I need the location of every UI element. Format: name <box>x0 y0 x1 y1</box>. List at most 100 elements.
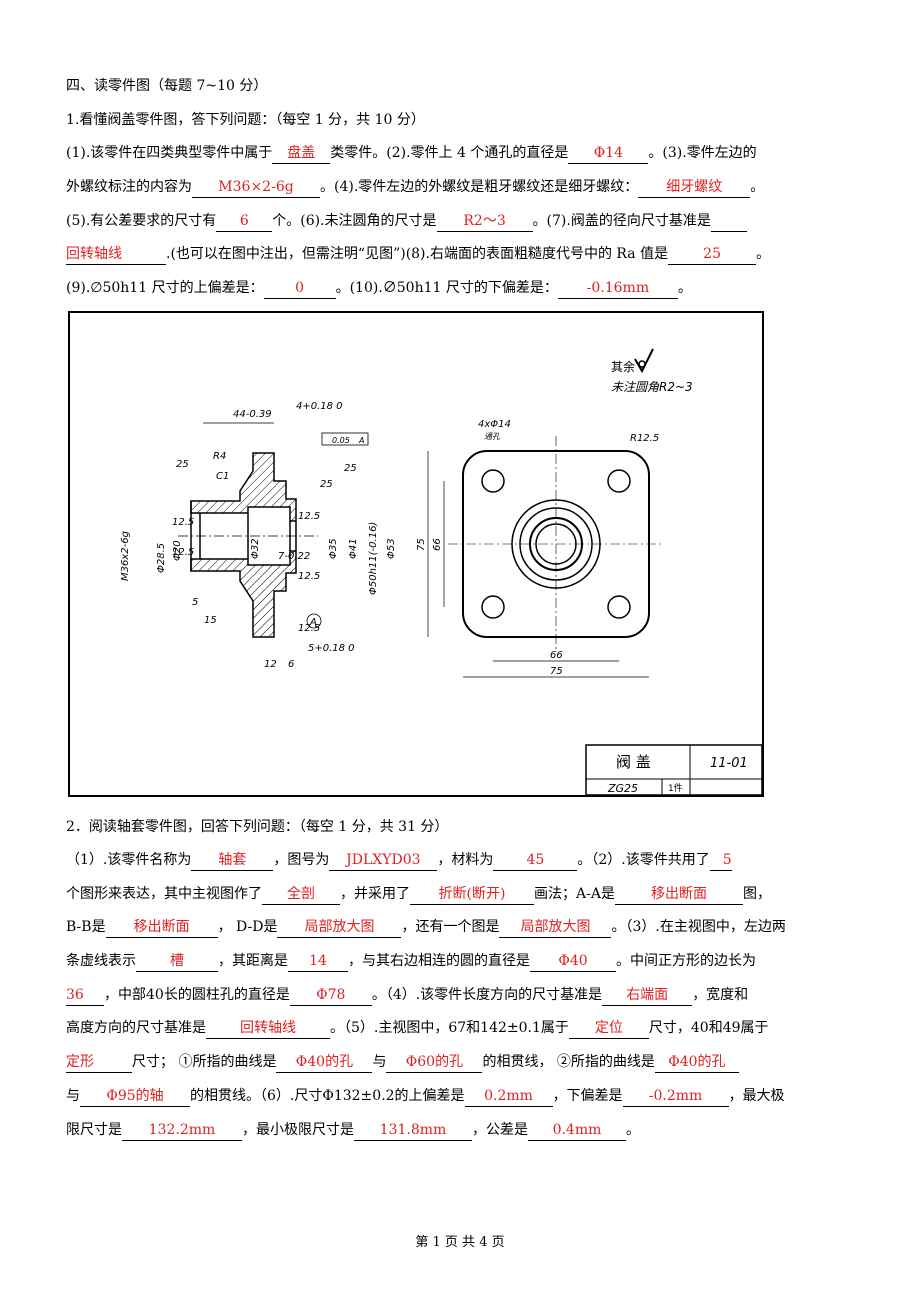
q2-text: ，与其右边相连的圆的直径是 <box>348 953 530 969</box>
q2-text: ，中部40长的圆柱孔的直径是 <box>104 987 290 1003</box>
q2-text: 的相贯线， ②所指的曲线是 <box>482 1054 655 1070</box>
q1-text: .(也可以在图中注出，但需注明“见图”)(8).右端面的表面粗糙度代号中的 Ra… <box>166 246 669 262</box>
dim-datum: A <box>358 436 364 445</box>
roughness-symbol-icon <box>634 348 654 374</box>
q2-answer-2: JDLXYD03 <box>329 850 438 871</box>
q2-text: 。（5）.主视图中，67和142±0.1属于 <box>330 1020 569 1036</box>
q2-line-6: 高度方向的尺寸基准是回转轴线。（5）.主视图中，67和142±0.1属于定位尺寸… <box>66 1018 769 1039</box>
q2-answer-7: 移出断面 <box>614 884 743 905</box>
title-block-qty: 1件 <box>668 782 683 794</box>
title-block-name: 阀 盖 <box>616 753 651 771</box>
title-block-material: ZG25 <box>607 782 638 795</box>
dim-5: 5 <box>192 597 198 608</box>
q2-answer-26: 132.2mm <box>122 1120 242 1141</box>
datum-a: A <box>309 617 317 628</box>
q2-answer-4: 5 <box>709 850 732 871</box>
q1-answer-2: Φ14 <box>568 143 649 164</box>
dim-d41: Φ41 <box>348 538 359 559</box>
dim-d32: Φ32 <box>250 538 261 559</box>
dim-75v: 75 <box>416 538 427 551</box>
q1-text: (1).该零件在四类典型零件中属于 <box>66 145 273 161</box>
q2-answer-9: 局部放大图 <box>277 917 402 938</box>
q2-text: 。（2）.该零件共用了 <box>577 852 710 868</box>
q2-text: 尺寸，40和49属于 <box>648 1020 769 1036</box>
q2-text: 。中间正方形的边长为 <box>616 953 756 969</box>
q2-answer-15: Φ78 <box>289 985 372 1006</box>
dim-66h: 66 <box>550 650 563 661</box>
dim-tol: 0.05 <box>332 436 350 445</box>
q1-text: 类零件。(2).零件上 4 个通孔的直径是 <box>330 145 569 161</box>
q1-text: 。(10).∅50h11 尺寸的下偏差是： <box>335 280 558 296</box>
q1-line-1: (1).该零件在四类典型零件中属于盘盖类零件。(2).零件上 4 个通孔的直径是… <box>66 143 757 164</box>
q2-answer-24: 0.2mm <box>464 1086 553 1107</box>
q2-answer-23: Φ95的轴 <box>80 1086 190 1107</box>
page-footer: 第 1 页 共 4 页 <box>415 1235 505 1250</box>
q2-text: ，下偏差是 <box>552 1088 623 1104</box>
dim-r125: R12.5 <box>630 433 659 444</box>
q2-answer-1: 轴套 <box>191 850 274 871</box>
roughness-note: 其余 <box>611 359 635 374</box>
q2-text: 尺寸； ①所指的曲线是 <box>132 1054 277 1070</box>
q1-text: 。 <box>750 179 765 195</box>
q1-answer-4: 细牙螺纹 <box>638 177 751 198</box>
q1-text: 。 <box>677 280 692 296</box>
ra-125d: 12.5 <box>298 571 320 582</box>
q2-text: 画法；A-A是 <box>534 886 615 902</box>
q1-text: 。 <box>756 246 771 262</box>
q1-text: (5).有公差要求的尺寸有 <box>66 213 217 229</box>
q2-text: ，其距离是 <box>218 953 288 969</box>
q1-title: 1.看懂阀盖零件图，答下列问题：（每空 1 分，共 10 分） <box>66 112 425 128</box>
q1-answer-1: 盘盖 <box>272 143 331 164</box>
q1-answer-8: 25 <box>668 244 757 265</box>
q2-text: 。（4）.该零件长度方向的尺寸基准是 <box>371 987 603 1003</box>
q2-text: 的相贯线。（6）.尺寸Φ132±0.2的上偏差是 <box>190 1088 465 1104</box>
section-title: 四、读零件图（每题 7~10 分） <box>66 78 268 94</box>
q2-text: 限尺寸是 <box>66 1122 122 1138</box>
q2-answer-6: 折断(断开) <box>410 884 534 905</box>
q2-text: 条虚线表示 <box>66 953 136 969</box>
q2-text: ， D-D是 <box>217 919 278 935</box>
q1-answer-10: -0.16mm <box>557 278 678 299</box>
q1-answer-9: 0 <box>263 278 336 299</box>
q1-answer-5: 6 <box>216 211 273 232</box>
ra-25c: 25 <box>320 479 333 490</box>
ra-25a: 25 <box>176 459 189 470</box>
q2-text: B-B是 <box>66 919 106 935</box>
q1-text: 个。(6).未注圆角的尺寸是 <box>272 213 437 229</box>
dim-12: 12 <box>264 659 277 670</box>
dim-d53: Φ53 <box>386 538 397 559</box>
dim-holes: 4xΦ14 <box>478 419 511 430</box>
q2-text: 与 <box>66 1088 80 1104</box>
q2-text: （1）.该零件名称为 <box>66 852 192 868</box>
q2-answer-17: 回转轴线 <box>206 1018 330 1039</box>
q2-title: 2．阅读轴套零件图，回答下列问题：（每空 1 分，共 31 分） <box>66 819 449 835</box>
q2-text: 。（3）.在主视图中，左边两 <box>611 919 786 935</box>
q1-text: (9).∅50h11 尺寸的上偏差是： <box>66 280 264 296</box>
q2-answer-3: 45 <box>493 850 578 871</box>
drawing-border <box>68 311 764 797</box>
q1-answer-3: M36×2-6g <box>192 177 320 198</box>
dim-r4: R4 <box>213 451 226 462</box>
q2-answer-27: 131.8mm <box>354 1120 472 1141</box>
front-section-view <box>178 452 318 638</box>
q2-answer-5: 全剖 <box>262 884 340 905</box>
ra-125b: 12.5 <box>298 511 320 522</box>
ra-125c: 12.5 <box>172 547 194 558</box>
q2-answer-25: -0.2mm <box>622 1086 729 1107</box>
dim-44: 44-0.39 <box>233 409 272 420</box>
front-dimensions: 44-0.39 4+0.18 0 0.05 A R4 C1 25 25 25 1… <box>120 401 397 670</box>
q2-answer-13: Φ40 <box>530 951 616 972</box>
q2-line-2: 个图形来表达，其中主视图作了全剖，并采用了折断(断开)画法；A-A是移出断面图， <box>66 884 771 905</box>
ra-125a: 12.5 <box>172 517 194 528</box>
q2-text: ，图号为 <box>273 852 330 868</box>
q2-answer-10: 局部放大图 <box>499 917 612 938</box>
q2-text: 。 <box>626 1122 640 1138</box>
dim-m36: M36x2-6g <box>120 531 131 581</box>
q1-line-4: 回转轴线.(也可以在图中注出，但需注明“见图”)(8).右端面的表面粗糙度代号中… <box>66 244 770 265</box>
q1-text: 外螺纹标注的内容为 <box>66 179 192 195</box>
q2-answer-19: 定形 <box>66 1052 132 1073</box>
